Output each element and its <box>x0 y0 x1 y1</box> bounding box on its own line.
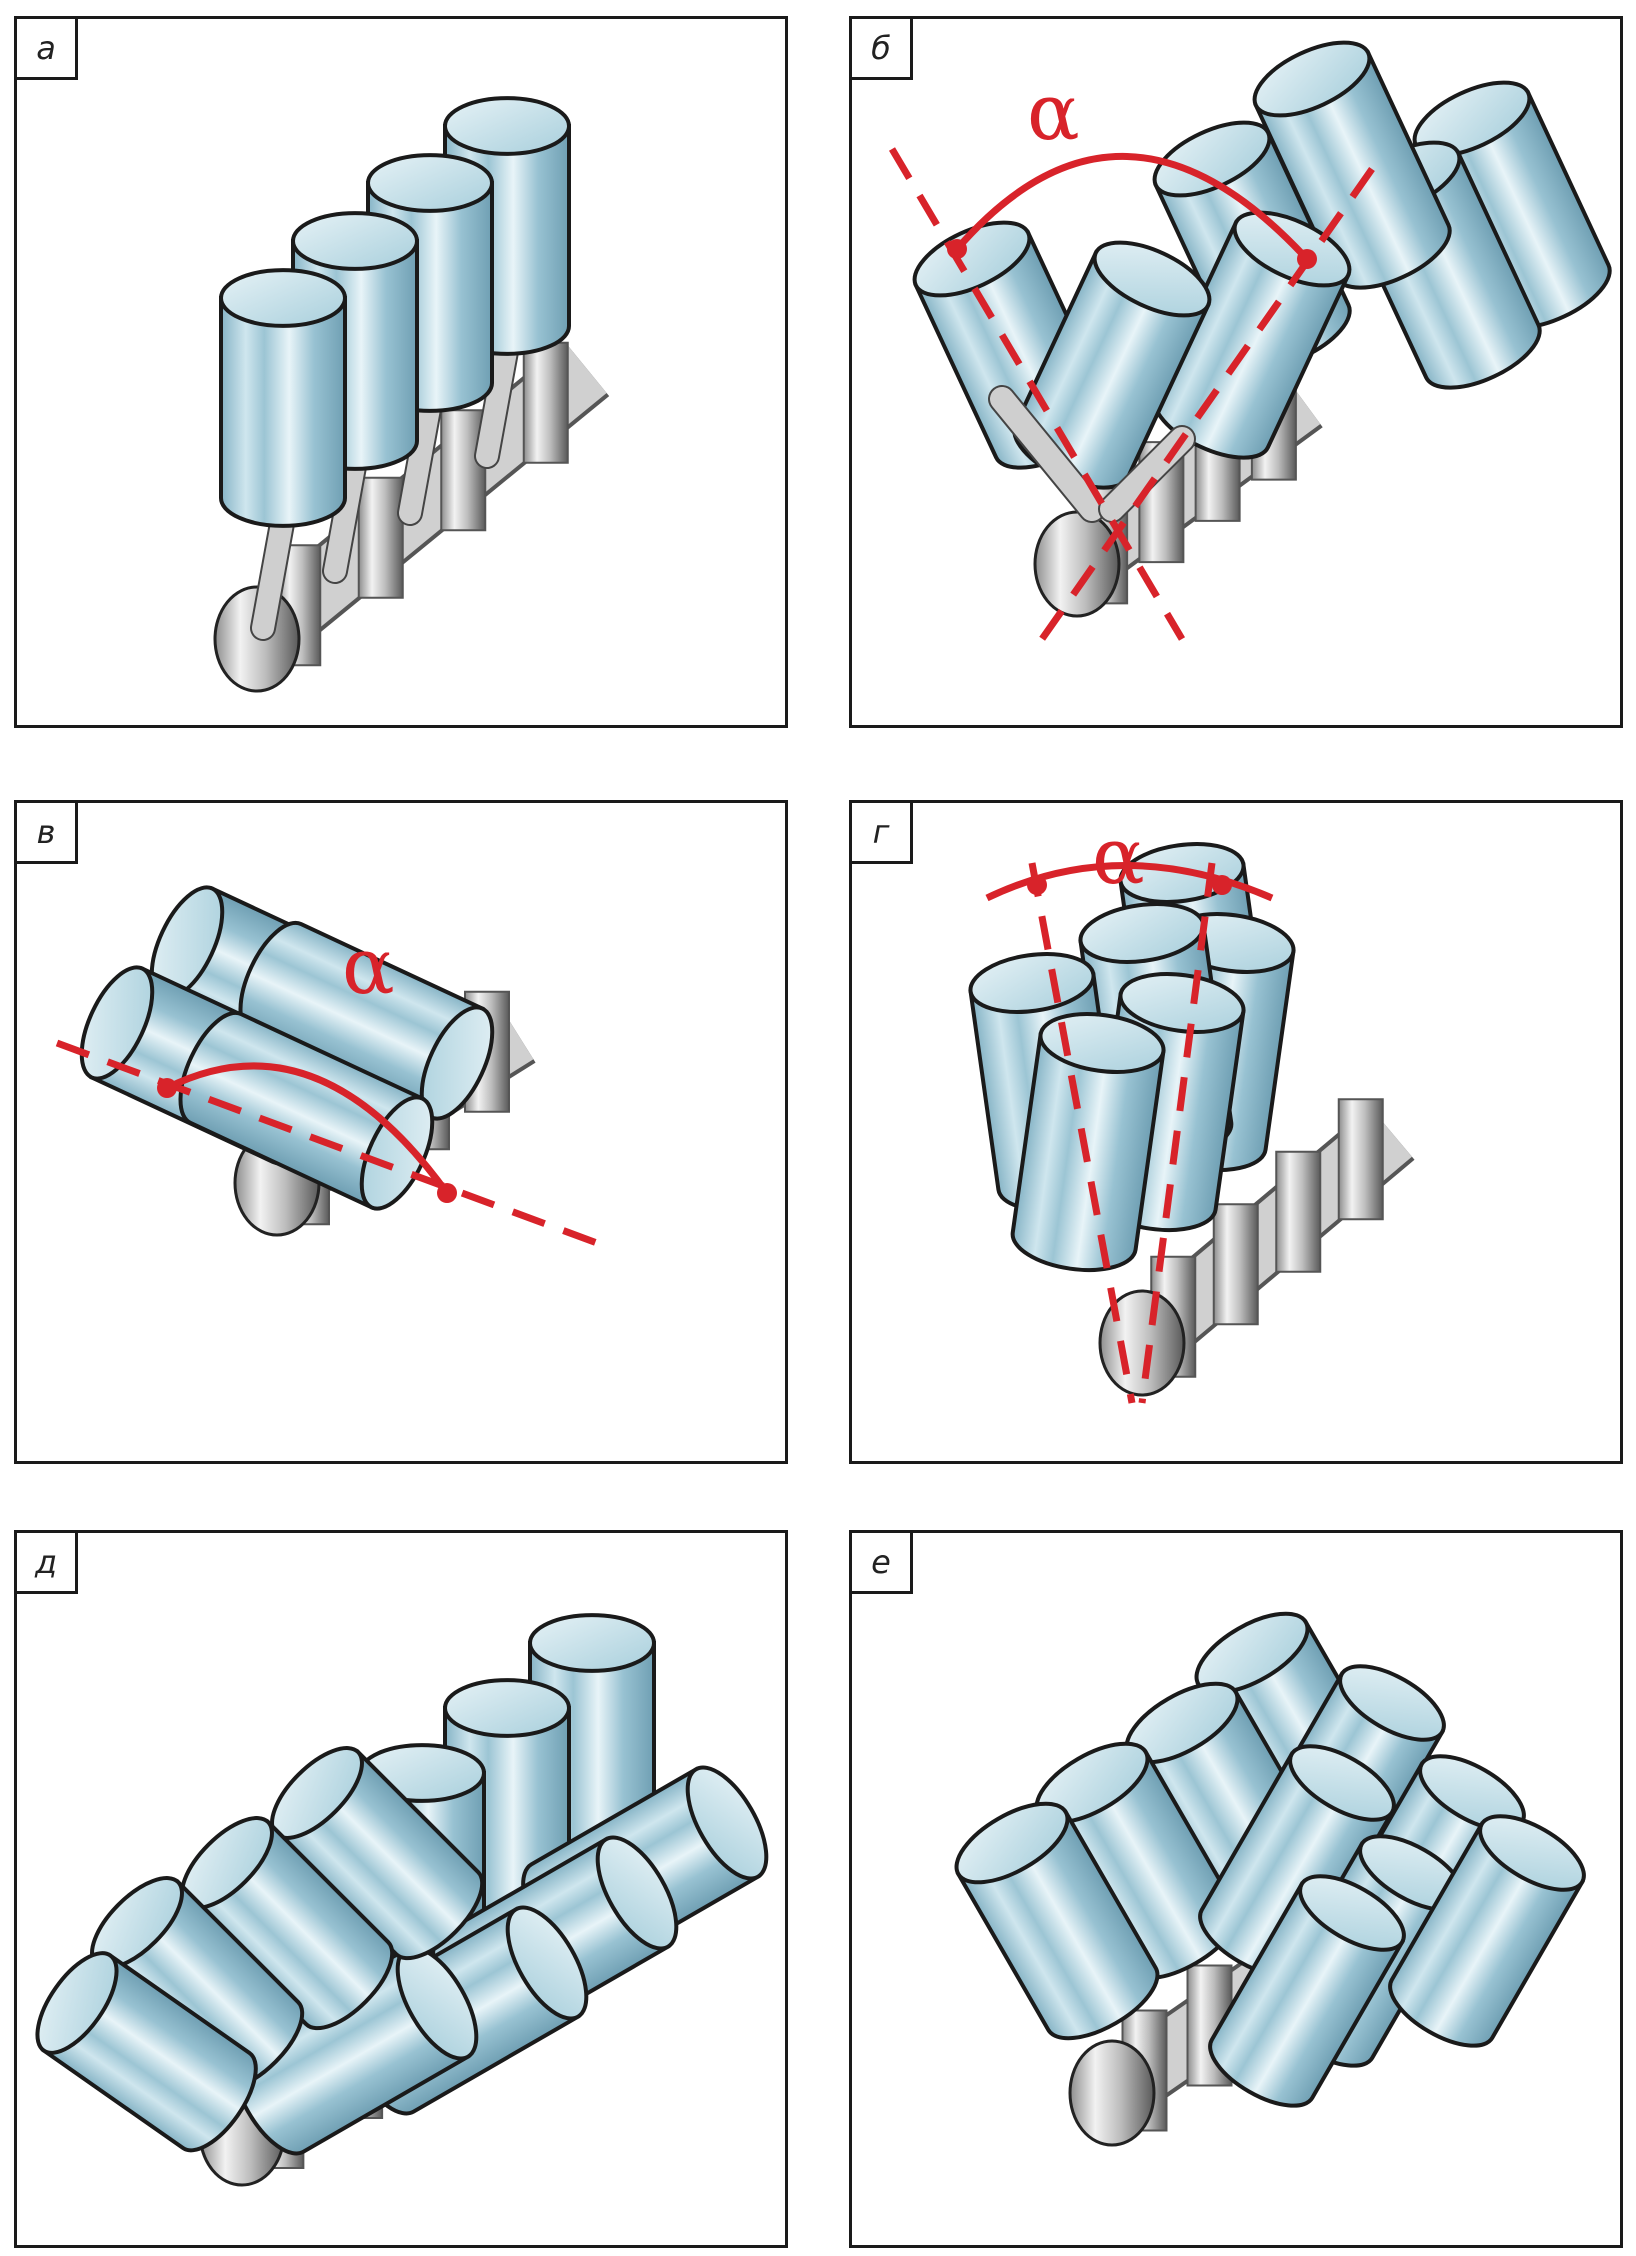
cylinder-bore <box>35 1951 119 2055</box>
cylinder-bore <box>1194 1611 1310 1695</box>
cylinder-bore <box>1298 1874 1406 1952</box>
cylinder <box>1152 210 1352 460</box>
cylinder-bore <box>528 1613 656 1673</box>
angle-arc <box>985 862 1274 902</box>
cylinder-bore <box>1252 40 1372 118</box>
cylinder-bore <box>1038 1012 1166 1074</box>
arrowhead-icon <box>1027 875 1047 895</box>
angle-alpha-label: α <box>342 922 395 1012</box>
crank-web <box>1212 1203 1259 1326</box>
crank-web <box>440 409 487 532</box>
arrowhead-icon <box>947 239 967 259</box>
engine-illustration <box>213 96 610 693</box>
axis-dashed-line <box>1028 862 1136 1404</box>
arrowhead-icon <box>157 1078 177 1098</box>
crank-web <box>522 341 569 464</box>
cylinder-bore <box>505 1905 589 2021</box>
arrowhead-icon <box>437 1183 457 1203</box>
cylinder-bore <box>291 211 419 271</box>
cylinder-bore <box>219 268 347 328</box>
engine-illustration: α <box>888 40 1612 642</box>
cylinder <box>954 1801 1160 2041</box>
cylinder-bore <box>954 1801 1070 1885</box>
cylinder-bore <box>1338 1664 1446 1742</box>
cylinder-bore <box>595 1835 679 1951</box>
angle-arc <box>165 1062 450 1196</box>
panel-label: г <box>849 800 913 864</box>
axis-dashed-line <box>888 147 1186 641</box>
cylinder-bore <box>1092 240 1212 318</box>
panel-v-boxer-engine: в α <box>14 800 788 1464</box>
engine-illustration <box>35 1613 769 2187</box>
panel-label: а <box>14 16 78 80</box>
cylinder-bore <box>968 952 1096 1014</box>
panel-b-v-engine: б α <box>849 16 1623 728</box>
panel-label: в <box>14 800 78 864</box>
engine-illustration: α <box>55 885 599 1247</box>
crankshaft-end-icon <box>1068 2039 1156 2147</box>
panel-d-w-engine: д <box>14 1530 788 2248</box>
crankshaft-end-icon <box>1033 510 1121 618</box>
cylinder-bore <box>685 1765 769 1881</box>
crank-web <box>357 476 404 599</box>
cylinder <box>270 1746 485 1961</box>
cylinder <box>219 268 347 528</box>
crankshaft-end-icon <box>1098 1289 1186 1397</box>
cylinder <box>1388 1814 1586 2048</box>
axis-dashed-line <box>1138 862 1216 1404</box>
engine-illustration <box>954 1611 1586 2147</box>
crank-web <box>1275 1150 1322 1273</box>
cylinder-bore <box>1232 210 1352 288</box>
axis-dashed-line <box>55 1039 599 1247</box>
crank-web <box>1337 1098 1384 1221</box>
cylinder <box>35 1951 258 2153</box>
cylinder-bore <box>366 153 494 213</box>
panel-label: д <box>14 1530 78 1594</box>
cylinder-bore <box>443 1678 571 1738</box>
cylinder-bore <box>1118 972 1246 1034</box>
cylinder <box>180 1816 395 2031</box>
cylinder-bore <box>79 965 155 1081</box>
arrowhead-icon <box>1212 875 1232 895</box>
cylinder-bore <box>1478 1814 1586 1892</box>
panel-e-w-engine: е <box>849 1530 1623 2248</box>
cylinder <box>1198 1744 1396 1978</box>
cylinder-bore <box>912 220 1032 298</box>
panel-a-inline-engine: а <box>14 16 788 728</box>
panel-label: е <box>849 1530 913 1594</box>
angle-arc <box>954 153 1310 262</box>
angle-alpha-label: α <box>1027 68 1080 158</box>
cylinder <box>1208 1874 1406 2108</box>
cylinder-bore <box>443 96 571 156</box>
panel-label: б <box>849 16 913 80</box>
engine-illustration: α <box>968 812 1415 1404</box>
panel-g-vr-engine: г α <box>849 800 1623 1464</box>
angle-alpha-label: α <box>1092 812 1145 902</box>
axis-dashed-line <box>1039 166 1375 642</box>
arrowhead-icon <box>1297 249 1317 269</box>
